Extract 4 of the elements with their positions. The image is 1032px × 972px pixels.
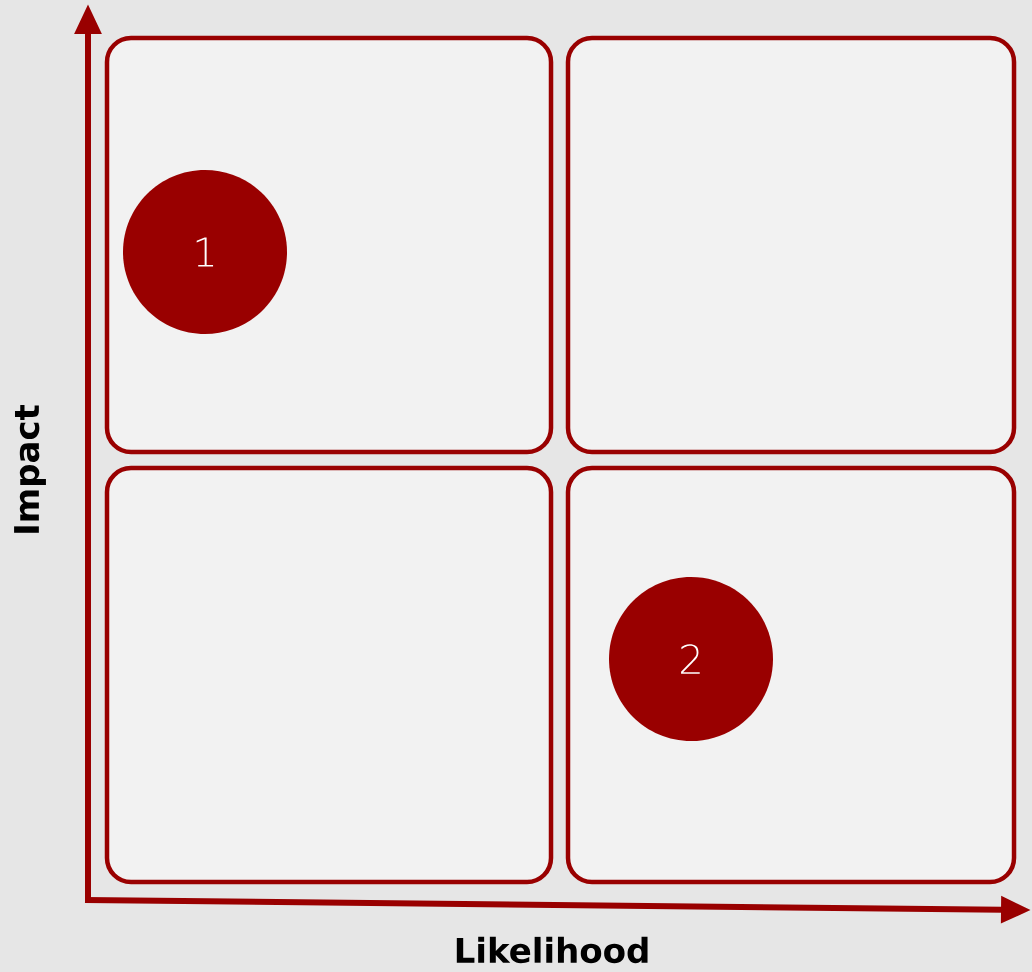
quadrant-box [104,465,554,885]
quadrant-box [565,35,1017,455]
axis-label: Impact [14,404,46,533]
axis-label: Likelihood [456,936,648,964]
